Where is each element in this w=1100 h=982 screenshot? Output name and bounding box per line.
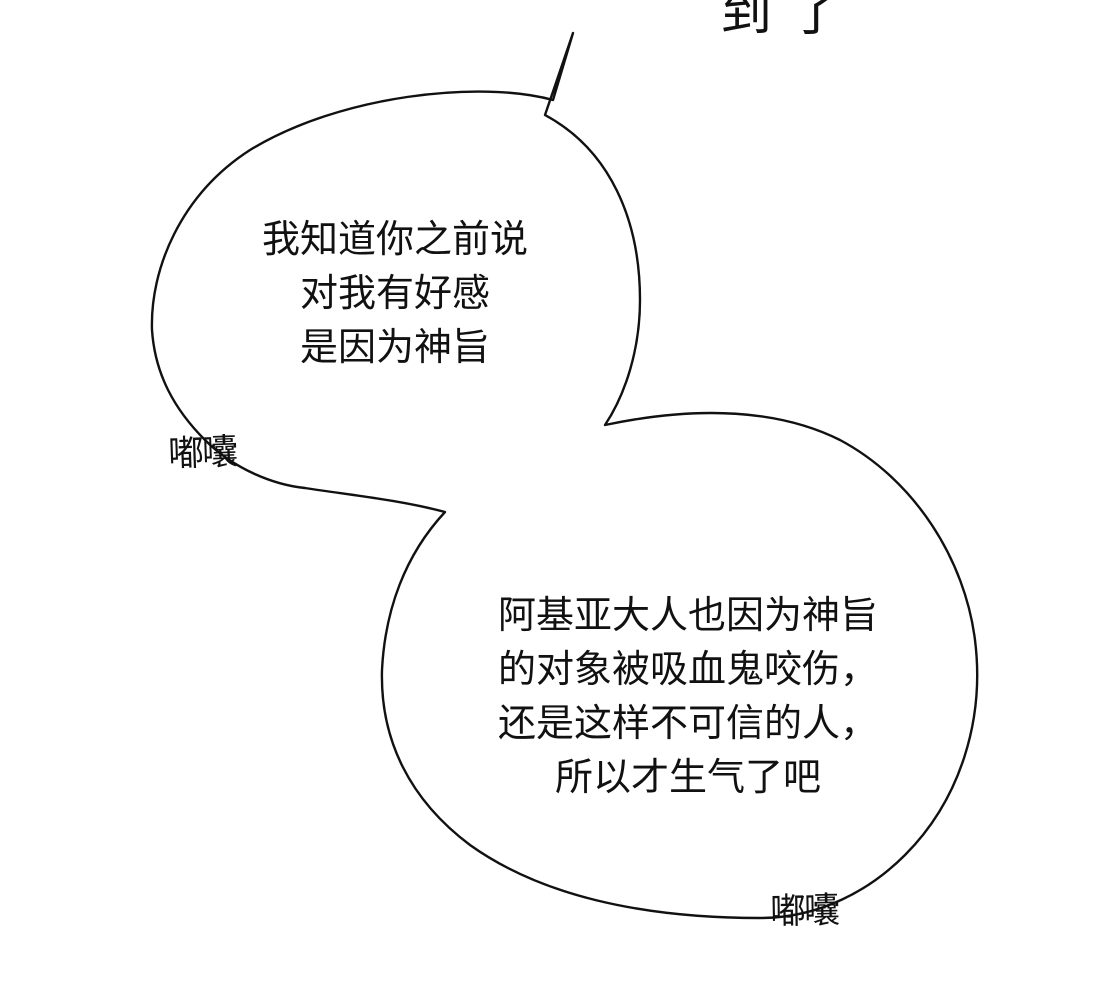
cropped-top-text: 到了: [720, 0, 861, 43]
dialogue-line: 我知道你之前说: [261, 217, 528, 261]
dialogue-line: 的对象被吸血鬼咬伤，: [497, 647, 878, 691]
speech-bubble-lower-text: 阿基亚大人也因为神旨 的对象被吸血鬼咬伤， 还是这样不可信的人， 所以才生气了吧: [418, 588, 958, 804]
sound-effect-mutter: 嘟囔: [769, 890, 839, 933]
dialogue-line: 阿基亚大人也因为神旨: [497, 593, 878, 637]
sound-effect-mutter: 嘟囔: [167, 431, 237, 476]
dialogue-line: 对我有好感: [299, 271, 490, 315]
speech-bubble-upper-text: 我知道你之前说 对我有好感 是因为神旨: [195, 212, 595, 374]
dialogue-line: 是因为神旨: [299, 325, 490, 369]
dialogue-line: 还是这样不可信的人，: [497, 701, 878, 745]
dialogue-line: 所以才生气了吧: [554, 755, 821, 799]
double-speech-bubble-shape: [150, 31, 979, 920]
